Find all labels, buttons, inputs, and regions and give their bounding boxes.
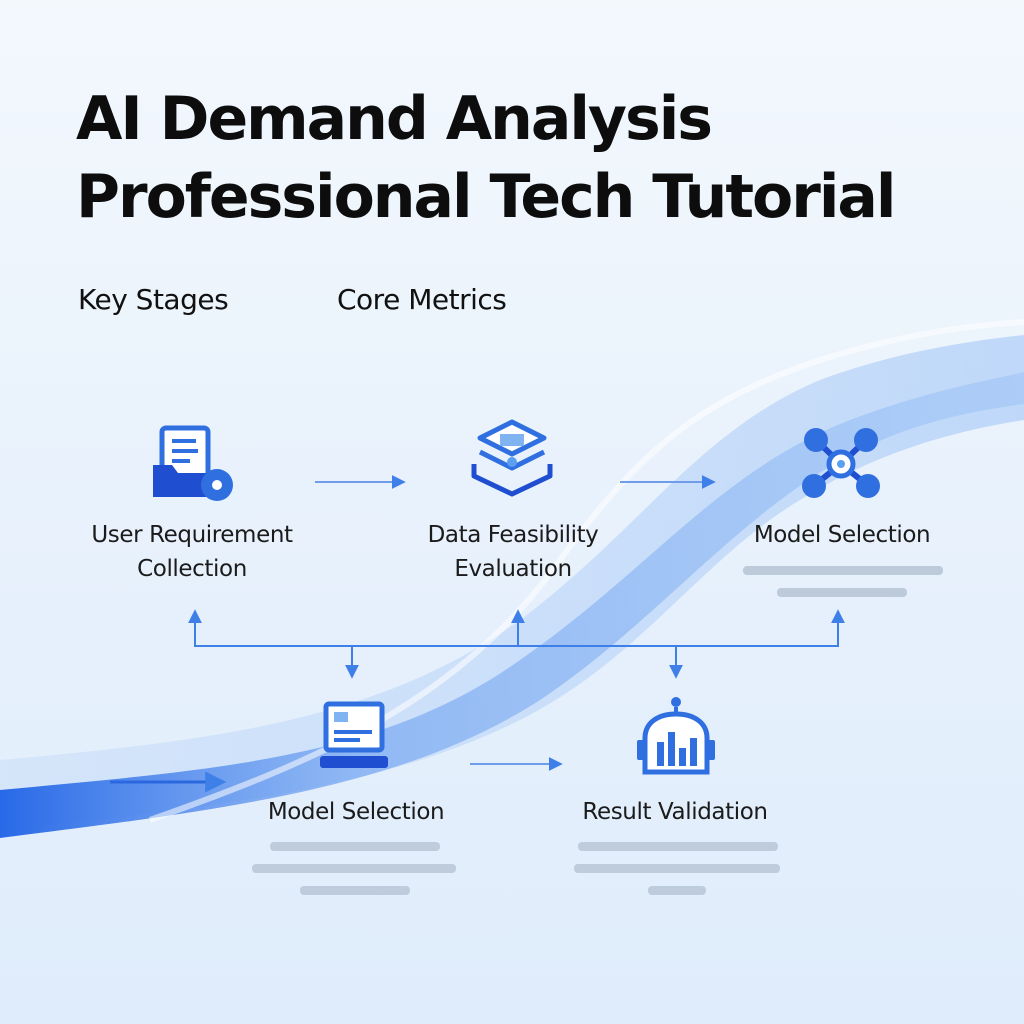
- tab-core-metrics[interactable]: Core Metrics: [337, 283, 507, 316]
- node-model-selection-bottom-label: Model Selection: [206, 795, 506, 829]
- model-selection-top-description: [743, 566, 943, 597]
- title-line-1: AI Demand Analysis: [76, 84, 713, 154]
- node-label-line: User Requirement: [91, 522, 293, 548]
- node-model-selection-top-label: Model Selection: [692, 518, 992, 552]
- bar-chart-dome-icon: [637, 697, 715, 775]
- node-user-requirement-label: User Requirement Collection: [42, 518, 342, 586]
- network-nodes-icon: [802, 428, 880, 498]
- node-label-line: Data Feasibility: [427, 522, 599, 548]
- result-validation-description: [574, 842, 780, 895]
- tab-key-stages[interactable]: Key Stages: [78, 283, 229, 316]
- node-data-feasibility-label: Data Feasibility Evaluation: [363, 518, 663, 586]
- computer-terminal-icon: [320, 701, 388, 768]
- cube-stack-icon: [471, 419, 553, 497]
- node-label-line: Result Validation: [582, 799, 768, 825]
- title-line-2: Professional Tech Tutorial: [76, 162, 896, 232]
- node-label-line: Model Selection: [267, 799, 445, 825]
- page-title: AI Demand Analysis Professional Tech Tut…: [76, 80, 896, 236]
- node-label-line: Model Selection: [753, 522, 931, 548]
- node-result-validation-label: Result Validation: [525, 795, 825, 829]
- node-label-line: Collection: [137, 556, 247, 582]
- node-label-line: Evaluation: [454, 556, 572, 582]
- document-folder-icon: [153, 425, 233, 501]
- model-selection-bottom-description: [252, 842, 456, 895]
